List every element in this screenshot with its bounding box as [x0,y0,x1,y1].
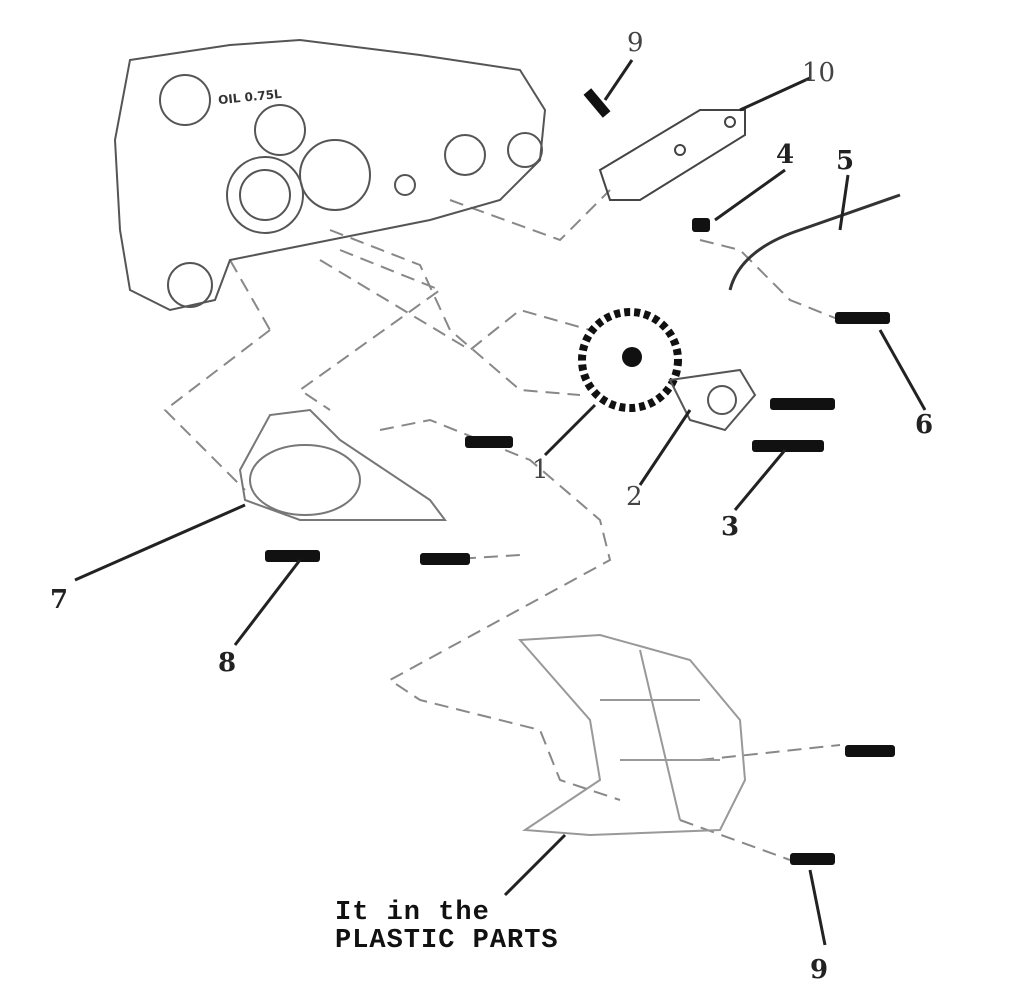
bolts [265,88,895,865]
callout-9-top: 9 [627,28,644,58]
bracket-part-10 [598,109,746,201]
engine-case-cover [113,38,547,312]
callout-8: 8 [218,648,237,678]
note-line-1: It in the [335,898,490,928]
sensor-wire-part-5 [728,193,901,291]
callout-1: 1 [532,455,549,485]
leader-lines [74,59,927,946]
plastic-cover-part [517,633,747,837]
callout-5: 5 [836,146,855,176]
callout-4: 4 [776,140,795,170]
callout-7: 7 [50,585,69,615]
callout-3: 3 [721,512,740,542]
callout-9-bottom: 9 [810,955,829,985]
sprocket-part-1 [578,308,682,412]
dashed-guide-lines [163,189,841,861]
gasket-part-7 [238,408,447,521]
callout-10: 10 [802,58,836,88]
callout-2: 2 [626,482,643,512]
note-line-2: PLASTIC PARTS [335,926,559,956]
callout-6: 6 [915,410,934,440]
